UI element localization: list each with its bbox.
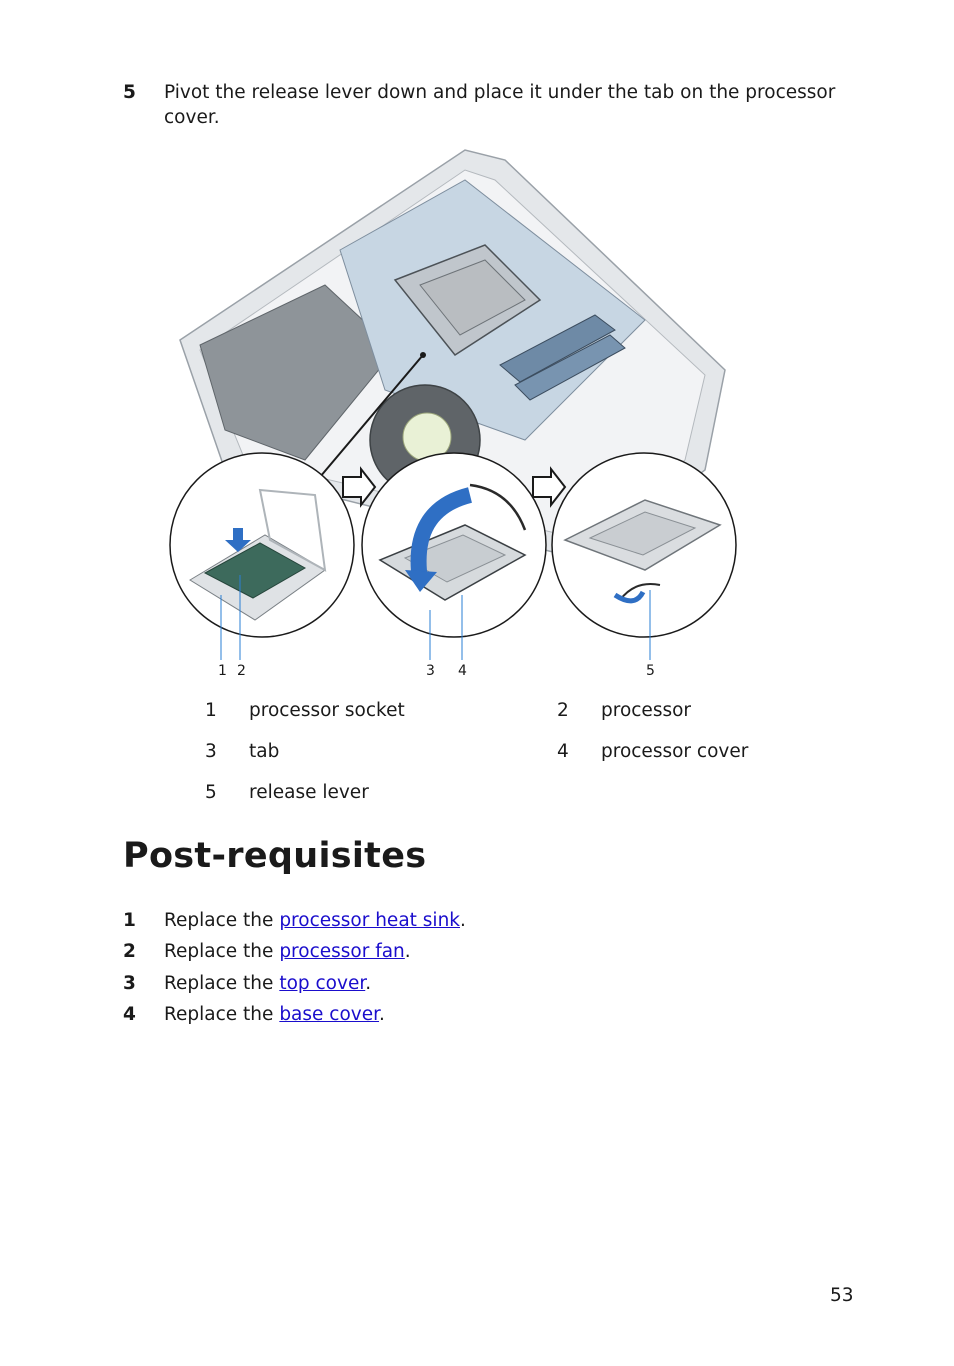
legend-label: release lever — [249, 782, 369, 803]
list-prefix: Replace the — [164, 1004, 280, 1025]
callout-4: 4 — [458, 663, 467, 679]
legend-number: 5 — [205, 782, 217, 803]
illustration-svg: 1 2 3 4 5 — [169, 149, 737, 679]
list-suffix: . — [365, 973, 372, 994]
memory-module-1 — [499, 314, 616, 383]
legend-label: processor socket — [249, 700, 405, 721]
list-text: Replace the processor fan. — [164, 941, 411, 962]
legend-number: 3 — [205, 741, 217, 762]
detail2-arrowhead — [405, 570, 437, 592]
zoom-pointer-dot — [420, 352, 426, 358]
detail1-down-arrow — [225, 528, 251, 552]
legend-number: 2 — [557, 700, 569, 721]
list-text: Replace the processor heat sink. — [164, 910, 466, 931]
list-text: Replace the base cover. — [164, 1004, 385, 1025]
callout-1: 1 — [218, 663, 227, 679]
list-prefix: Replace the — [164, 941, 280, 962]
link-top-cover[interactable]: top cover — [279, 973, 366, 994]
step-number: 5 — [123, 82, 136, 103]
list-text: Replace the top cover. — [164, 973, 371, 994]
list-suffix: . — [379, 1004, 385, 1025]
zoom-pointer-line — [319, 354, 424, 478]
list-suffix: . — [404, 941, 411, 962]
list-number: 2 — [123, 941, 136, 962]
list-prefix: Replace the — [164, 910, 280, 931]
callout-5: 5 — [646, 663, 655, 679]
section-heading: Post-requisites — [123, 836, 427, 876]
link-processor-fan[interactable]: processor fan — [279, 941, 405, 962]
fan-shroud — [199, 284, 396, 461]
detail1-cover-open — [258, 488, 327, 572]
detail2-rotate-arrow — [410, 487, 473, 582]
step-arrow-1 — [342, 466, 377, 508]
callout-3: 3 — [426, 663, 435, 679]
link-processor-heat-sink[interactable]: processor heat sink — [279, 910, 461, 931]
detail2-lever — [469, 483, 527, 531]
legend-label: tab — [249, 741, 280, 762]
list-number: 1 — [123, 910, 136, 931]
detail1-processor — [203, 542, 307, 599]
list-prefix: Replace the — [164, 973, 280, 994]
detail3-processor — [588, 511, 697, 556]
legend-label: processor cover — [601, 741, 749, 762]
list-suffix: . — [460, 910, 466, 931]
memory-module-2 — [514, 334, 626, 401]
legend-label: processor — [601, 700, 692, 721]
link-base-cover[interactable]: base cover — [279, 1004, 380, 1025]
step-text: Pivot the release lever down and place i… — [164, 82, 836, 128]
processor-chip — [419, 259, 526, 336]
page-number: 53 — [830, 1285, 854, 1306]
list-number: 3 — [123, 973, 136, 994]
step-arrow-2 — [532, 466, 567, 508]
detail3-rotate-arrow — [613, 590, 646, 604]
legend-number: 4 — [557, 741, 569, 762]
processor-installation-illustration: 1 2 3 4 5 — [165, 140, 755, 685]
callout-2: 2 — [237, 663, 246, 679]
legend-number: 1 — [205, 700, 217, 721]
list-number: 4 — [123, 1004, 136, 1025]
